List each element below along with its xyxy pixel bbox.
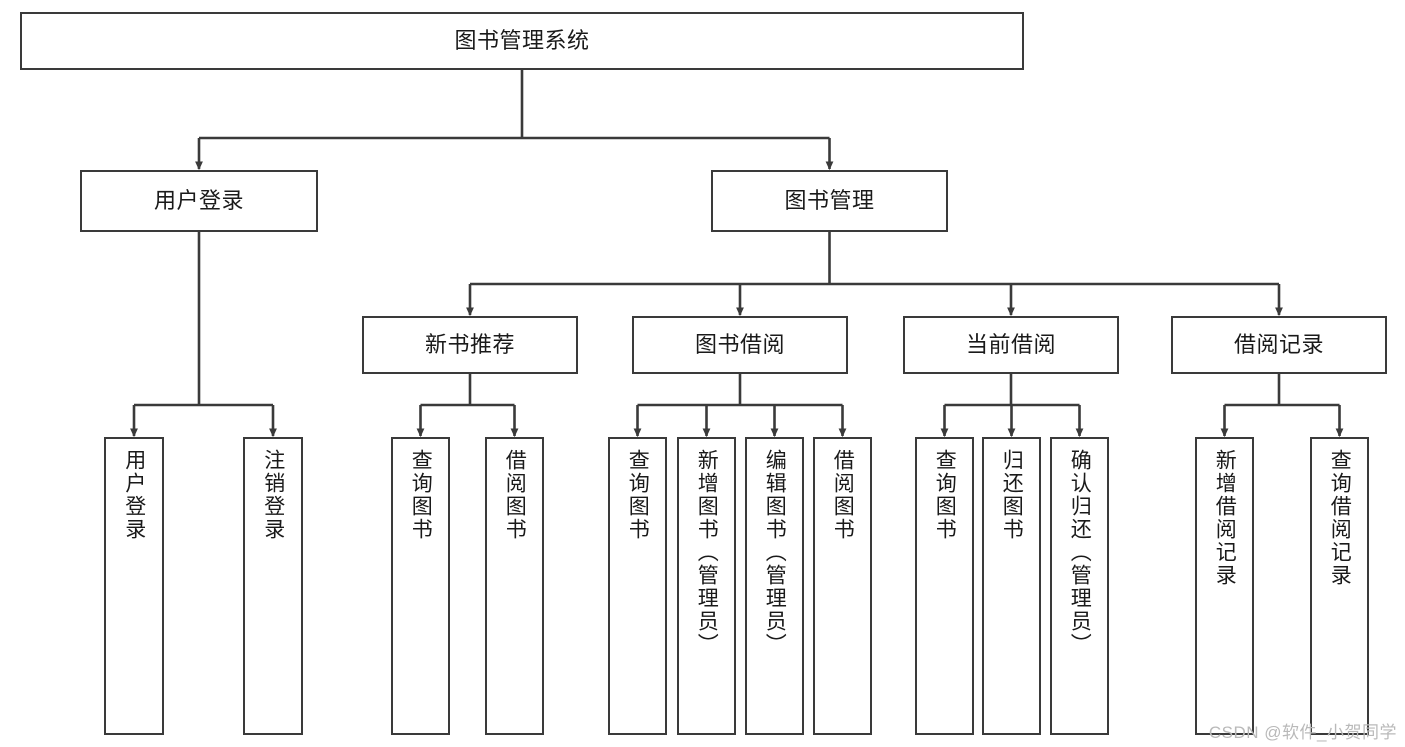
node-l7[interactable]: 编辑图书（管理员） bbox=[745, 437, 804, 735]
node-label: 新增图书（管理员） bbox=[695, 449, 719, 656]
node-label: 用户登录 bbox=[153, 187, 244, 213]
node-label: 确认归还（管理员） bbox=[1068, 449, 1092, 656]
node-label: 查询图书 bbox=[626, 449, 650, 541]
node-l3[interactable]: 查询图书 bbox=[391, 437, 450, 735]
node-label: 借阅记录 bbox=[1233, 331, 1324, 357]
node-label: 查询图书 bbox=[409, 449, 433, 541]
node-records[interactable]: 借阅记录 bbox=[1171, 316, 1387, 374]
node-l11[interactable]: 确认归还（管理员） bbox=[1050, 437, 1109, 735]
node-l2[interactable]: 注销登录 bbox=[243, 437, 303, 735]
node-newbooks[interactable]: 新书推荐 bbox=[362, 316, 578, 374]
node-label: 新增借阅记录 bbox=[1213, 449, 1237, 587]
node-label: 图书管理 bbox=[784, 187, 875, 213]
node-current[interactable]: 当前借阅 bbox=[903, 316, 1119, 374]
node-l12[interactable]: 新增借阅记录 bbox=[1195, 437, 1254, 735]
node-label: 编辑图书（管理员） bbox=[763, 449, 787, 656]
node-bookmgmt[interactable]: 图书管理 bbox=[711, 170, 948, 232]
node-l10[interactable]: 归还图书 bbox=[982, 437, 1041, 735]
watermark-text: CSDN @软件_小贺同学 bbox=[1208, 723, 1397, 742]
node-label: 图书管理系统 bbox=[454, 27, 590, 53]
node-root[interactable]: 图书管理系统 bbox=[20, 12, 1024, 70]
node-label: 查询借阅记录 bbox=[1328, 449, 1352, 587]
node-label: 归还图书 bbox=[1000, 449, 1024, 541]
node-login[interactable]: 用户登录 bbox=[80, 170, 318, 232]
node-l5[interactable]: 查询图书 bbox=[608, 437, 667, 735]
node-label: 借阅图书 bbox=[503, 449, 527, 541]
node-borrow[interactable]: 图书借阅 bbox=[632, 316, 848, 374]
node-label: 图书借阅 bbox=[694, 331, 785, 357]
node-label: 借阅图书 bbox=[831, 449, 855, 541]
node-label: 当前借阅 bbox=[965, 331, 1056, 357]
node-label: 新书推荐 bbox=[424, 331, 515, 357]
node-l13[interactable]: 查询借阅记录 bbox=[1310, 437, 1369, 735]
node-l6[interactable]: 新增图书（管理员） bbox=[677, 437, 736, 735]
node-label: 注销登录 bbox=[261, 449, 285, 541]
node-l9[interactable]: 查询图书 bbox=[915, 437, 974, 735]
node-l8[interactable]: 借阅图书 bbox=[813, 437, 872, 735]
node-label: 用户登录 bbox=[122, 449, 146, 541]
node-label: 查询图书 bbox=[933, 449, 957, 541]
node-l1[interactable]: 用户登录 bbox=[104, 437, 164, 735]
node-l4[interactable]: 借阅图书 bbox=[485, 437, 544, 735]
